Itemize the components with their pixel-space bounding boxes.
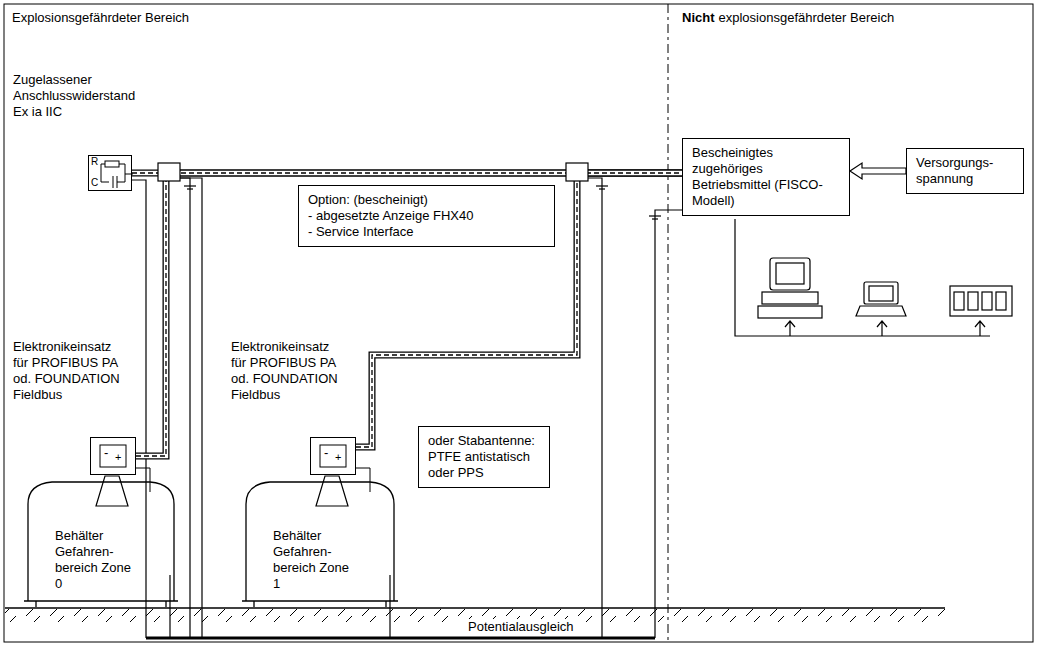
power-supply-box: Versorgungs- spannung	[906, 148, 1024, 194]
terminating-resistor: Zugelassener Anschlusswiderstand Ex ia I…	[88, 155, 132, 191]
vessel-zone-1: Behälter Gefahren- bereich Zone 1	[240, 480, 400, 607]
symbol-letter: +	[115, 452, 121, 463]
computer-icons	[758, 258, 1012, 318]
electronics-insert: Elektronikeinsatz für PROFIBUS PA od. FO…	[90, 437, 136, 475]
rod-antenna-note: oder Stabantenne: PTFE antistatisch oder…	[418, 426, 550, 488]
node-text: oder Stabantenne: PTFE antistatisch oder…	[428, 433, 540, 481]
component-label: Elektronikeinsatz für PROFIBUS PA od. FO…	[13, 339, 127, 403]
region-label: explosionsgefährdeter Bereich	[719, 10, 895, 26]
vessel-label: Behälter Gefahren- bereich Zone 0	[55, 528, 133, 592]
terminal-symbol	[91, 438, 135, 474]
symbol-letter: R	[91, 157, 98, 167]
junction-box	[566, 163, 588, 181]
supply-arrow	[850, 163, 906, 179]
ground-wires	[132, 178, 682, 638]
bus-label: Potentialausgleich	[466, 619, 576, 635]
associated-apparatus-box: Bescheinigtes zugehöriges Betriebsmittel…	[682, 138, 850, 216]
node-text: - abgesetzte Anzeige FHX40	[308, 208, 545, 224]
terminal-symbol	[311, 438, 355, 474]
control-system-bus	[735, 219, 990, 336]
symbol-letter: -	[324, 448, 328, 458]
zone-boundary	[668, 4, 669, 642]
node-text: - Service Interface	[308, 224, 545, 240]
node-text: Bescheinigtes zugehöriges Betriebsmittel…	[692, 145, 840, 209]
node-text: Option: (bescheinigt)	[308, 192, 545, 208]
symbol-letter: -	[104, 448, 108, 458]
symbol-letter: C	[91, 178, 98, 188]
symbol-letter: +	[335, 452, 341, 463]
region-label: Explosionsgefährdeter Bereich	[12, 10, 189, 26]
horn-antenna	[96, 476, 348, 506]
fieldbus-cable	[136, 173, 682, 456]
component-label: Zugelassener Anschlusswiderstand Ex ia I…	[13, 72, 143, 120]
vessel-zone-0: Behälter Gefahren- bereich Zone 0	[22, 480, 180, 607]
node-text: Versorgungs- spannung	[916, 155, 1014, 187]
junction-box	[158, 163, 180, 181]
option-box: Option: (bescheinigt)- abgesetzte Anzeig…	[298, 185, 555, 247]
component-label: Elektronikeinsatz für PROFIBUS PA od. FO…	[231, 339, 345, 403]
vessel-outline	[22, 480, 180, 607]
electronics-insert: Elektronikeinsatz für PROFIBUS PA od. FO…	[310, 437, 356, 475]
region-label: Nicht	[682, 10, 715, 26]
frame	[4, 4, 1033, 642]
vessel-label: Behälter Gefahren- bereich Zone 1	[273, 528, 351, 592]
vessel-outline	[240, 480, 400, 607]
